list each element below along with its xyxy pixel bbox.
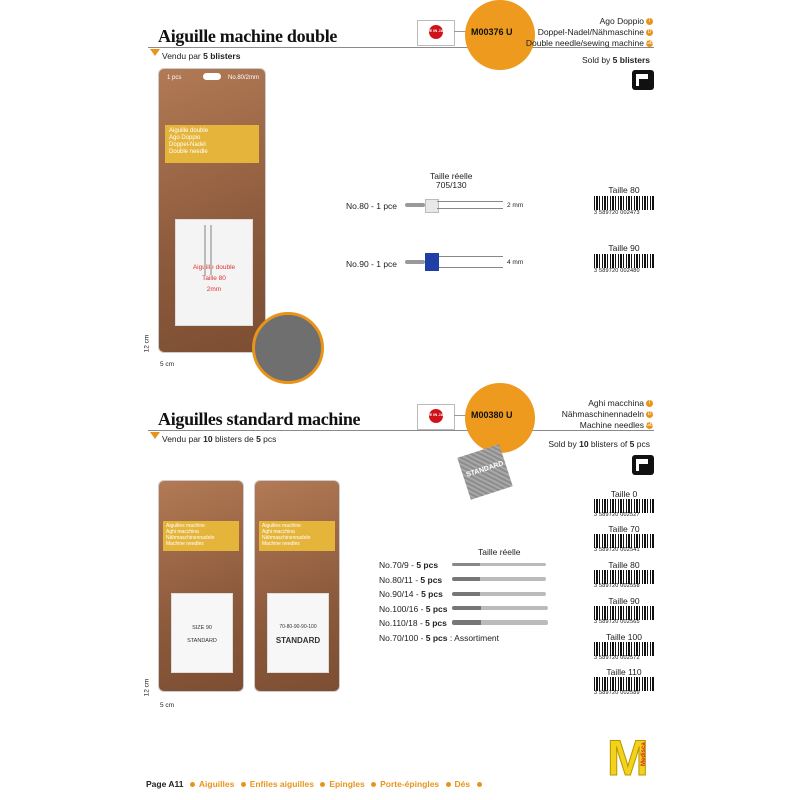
barcode-number: 3 589720 002572 [594, 655, 640, 661]
made-in-japan-badge: MADE IN JAPAN [417, 404, 455, 430]
dim-height: 12 cm [143, 678, 151, 697]
section2-title: Aiguilles standard machine [158, 409, 361, 429]
section1-title: Aiguille machine double [158, 26, 338, 46]
barcode-number: 3 589720 002480 [594, 268, 640, 274]
barcode [594, 196, 654, 210]
section1-rule [148, 47, 654, 48]
product-code-circle [465, 0, 535, 70]
sewing-machine-icon [632, 455, 654, 475]
package-label: Aiguilles machine Aghi macchina Nähmasch… [163, 521, 239, 551]
product-code-circle [465, 383, 535, 453]
double-needle-80-label: No.80 - 1 pce [346, 201, 398, 211]
barcode-number: 3 589720 002589 [594, 690, 640, 696]
barcode-size-label: Taille 70 [608, 524, 640, 534]
double-needle-package: 1 pcs No.80/2mm Aiguille double Ago Dopp… [158, 68, 266, 353]
section2-rule [148, 430, 654, 431]
package-label: Aiguille double Ago Doppio Doppel-Nadel … [165, 125, 259, 163]
section1-sold-by-en: Sold by 5 blisters [581, 55, 650, 65]
barcode-size-label: Taille 0 [610, 489, 638, 499]
section2-sold-by: Vendu par 10 blisters de 5 pcs [162, 434, 277, 444]
footer-link[interactable]: Aiguilles [198, 779, 235, 789]
barcode-size-label: Taille 110 [606, 667, 642, 677]
needle-row: No.80/11 - 5 pcs [379, 574, 443, 585]
needle-drawing [452, 592, 546, 596]
barcode-size-label: Taille 90 [608, 243, 640, 253]
barcode [594, 642, 654, 656]
footer-link[interactable]: Dés [454, 779, 471, 789]
footer: Page A11 Aiguilles Enfiles aiguilles Epi… [146, 779, 486, 789]
package-window: 70-80-90-90-100 STANDARD [267, 593, 329, 673]
brand-logo: M Medisca [607, 730, 650, 786]
barcode-size-label: Taille 90 [608, 596, 640, 606]
standard-needle-package: Aiguilles machine Aghi macchina Nähmasch… [158, 480, 244, 692]
barcode [594, 254, 654, 268]
needle-drawing [452, 563, 546, 566]
taille-reelle-label: Taille réelle [478, 547, 521, 557]
badge-connector [454, 31, 468, 32]
footer-link[interactable]: Porte-épingles [380, 779, 440, 789]
badge-connector [454, 415, 468, 416]
sewing-machine-icon [632, 70, 654, 90]
barcode-number: 3 589720 002527 [594, 512, 640, 518]
package-label: Aiguilles machine Aghi macchina Nähmasch… [259, 521, 335, 551]
product-code: M00376 U [471, 27, 513, 37]
barcode-number: 3 589720 002473 [594, 210, 640, 216]
section1-marker [150, 49, 160, 56]
assorted-needle-package: Aiguilles machine Aghi macchina Nähmasch… [254, 480, 340, 692]
barcode [594, 570, 654, 584]
footer-link[interactable]: Enfiles aiguilles [249, 779, 314, 789]
double-needle-80 [405, 198, 505, 213]
needle-drawing [452, 620, 548, 625]
spacing-90: 4 mm [507, 259, 524, 266]
product-code: M00380 U [471, 410, 513, 420]
barcode-size-label: Taille 80 [608, 560, 640, 570]
needle-drawing [452, 606, 548, 610]
needle-drawing [452, 577, 546, 581]
section1-sold-by: Vendu par 5 blisters [162, 51, 241, 61]
barcode [594, 677, 654, 691]
spacing-80: 2 mm [507, 202, 524, 209]
needle-row: No.90/14 - 5 pcs [379, 589, 443, 599]
taille-reelle-label: Taille réelle 705/130 [430, 171, 473, 190]
needle-list: No.70/9 - 5 pcs No.80/11 - 5 pcs No.90/1… [379, 558, 499, 645]
footer-link[interactable]: Epingles [329, 779, 365, 789]
package-window: SIZE 90 STANDARD [171, 593, 233, 673]
barcode [594, 499, 654, 513]
dim-width: 5 cm [160, 361, 175, 368]
double-needle-90 [405, 253, 505, 271]
package-size: No.80/2mm [227, 75, 259, 81]
barcode [594, 606, 654, 620]
barcode-number: 3 589720 002541 [594, 547, 640, 553]
barcode-size-label: Taille 100 [606, 632, 642, 642]
needle-row: No.110/18 - 5 pcs [379, 618, 447, 628]
fabric-zoom-circle [252, 312, 324, 384]
made-in-japan-badge: MADE IN JAPAN [417, 20, 455, 46]
section2-marker [150, 432, 160, 439]
section2-sold-by-en: Sold by 10 blisters of 5 pcs [548, 439, 650, 449]
barcode-size-label: Taille 80 [608, 185, 640, 195]
dim-width: 5 cm [160, 702, 175, 709]
barcode-number: 3 589720 002558 [594, 583, 640, 589]
barcode [594, 534, 654, 548]
double-needle-90-label: No.90 - 1 pce [346, 259, 398, 269]
needle-row: No.70/100 - 5 pcs : Assortiment [379, 632, 500, 643]
package-window: Aiguille double Taille 80 2mm [175, 219, 253, 326]
needle-row: No.70/9 - 5 pcs [379, 560, 439, 570]
dim-height: 12 cm [143, 334, 151, 353]
page-number: Page A11 [146, 779, 184, 789]
needle-row: No.100/16 - 5 pcs [379, 603, 448, 614]
barcode-number: 3 589720 002565 [594, 619, 640, 625]
package-pcs: 1 pcs [167, 75, 182, 81]
